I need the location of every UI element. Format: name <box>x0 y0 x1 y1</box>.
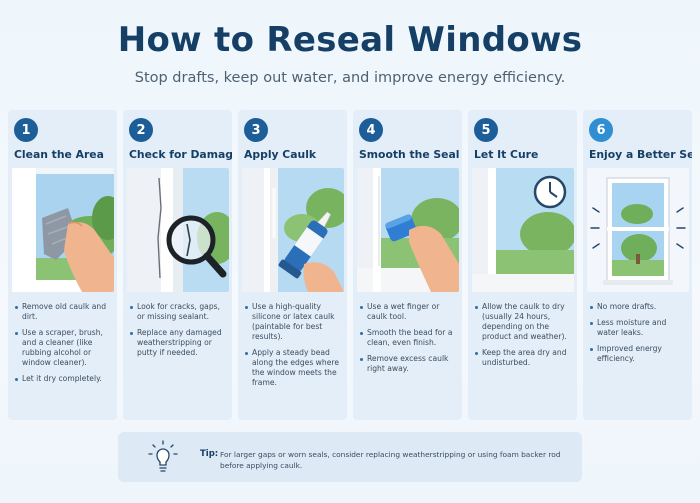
step-number-badge: 3 <box>244 118 268 142</box>
magnifier-icon <box>127 168 229 292</box>
list-item: Improved energy efficiency. <box>589 344 689 364</box>
step-number-badge: 4 <box>359 118 383 142</box>
step-bullets: Use a wet finger or caulk tool. Smooth t… <box>359 302 459 380</box>
step-bullets: Remove old caulk and dirt. Use a scraper… <box>14 302 114 390</box>
clean-illustration <box>12 168 114 292</box>
finger-icon <box>357 168 459 292</box>
tip-text: For larger gaps or worn seals, consider … <box>220 450 561 470</box>
step-card-5: 5 Let It Cure Allow the caulk to dry (us… <box>468 110 577 420</box>
step-title: Check for Damage <box>129 148 232 161</box>
list-item: Smooth the bead for a clean, even finish… <box>359 328 459 348</box>
list-item: Apply a steady bead along the edges wher… <box>244 348 344 388</box>
list-item: Remove excess caulk right away. <box>359 354 459 374</box>
step-card-2: 2 Check for Damage Look for cracks, gaps… <box>123 110 232 420</box>
step-title: Smooth the Seal <box>359 148 460 161</box>
steps-row: 1 Clean the Area Remove old caulk and di… <box>8 110 692 420</box>
step-card-4: 4 Smooth the Seal Use a wet finger or ca <box>353 110 462 420</box>
list-item: Less moisture and water leaks. <box>589 318 689 338</box>
step-bullets: No more drafts. Less moisture and water … <box>589 302 689 370</box>
step-title: Enjoy a Better Seal <box>589 148 692 161</box>
step-card-6: 6 Enjoy a Better Seal <box>583 110 692 420</box>
list-item: No more drafts. <box>589 302 689 312</box>
list-item: Let it dry completely. <box>14 374 114 384</box>
list-item: Use a high-quality silicone or latex cau… <box>244 302 344 342</box>
step-bullets: Use a high-quality silicone or latex cau… <box>244 302 344 394</box>
list-item: Keep the area dry and undisturbed. <box>474 348 574 368</box>
page-subtitle: Stop drafts, keep out water, and improve… <box>134 70 566 86</box>
list-item: Replace any damaged weatherstripping or … <box>129 328 229 358</box>
list-item: Look for cracks, gaps, or missing sealan… <box>129 302 229 322</box>
inspect-illustration <box>127 168 229 292</box>
step-title: Let It Cure <box>474 148 539 161</box>
finished-window-illustration <box>587 168 689 292</box>
tip-box: Tip: For larger gaps or worn seals, cons… <box>118 432 582 482</box>
step-number-badge: 2 <box>129 118 153 142</box>
clock-icon <box>472 168 574 292</box>
tip-label: Tip: <box>200 449 219 459</box>
list-item: Remove old caulk and dirt. <box>14 302 114 322</box>
window-icon <box>587 168 689 292</box>
list-item: Use a wet finger or caulk tool. <box>359 302 459 322</box>
smooth-illustration <box>357 168 459 292</box>
step-bullets: Look for cracks, gaps, or missing sealan… <box>129 302 229 364</box>
list-item: Use a scraper, brush, and a cleaner (lik… <box>14 328 114 368</box>
caulk-gun-icon <box>242 168 344 292</box>
page-title: How to Reseal Windows <box>117 20 583 60</box>
caulk-illustration <box>242 168 344 292</box>
lightbulb-icon <box>148 440 178 472</box>
step-card-1: 1 Clean the Area Remove old caulk and di… <box>8 110 117 420</box>
step-title: Apply Caulk <box>244 148 317 161</box>
step-bullets: Allow the caulk to dry (usually 24 hours… <box>474 302 574 374</box>
step-number-badge: 1 <box>14 118 38 142</box>
rag-icon <box>12 168 114 292</box>
step-number-badge: 6 <box>589 118 613 142</box>
cure-illustration <box>472 168 574 292</box>
step-card-3: 3 Apply Caulk Use a high-qu <box>238 110 347 420</box>
list-item: Allow the caulk to dry (usually 24 hours… <box>474 302 574 342</box>
step-number-badge: 5 <box>474 118 498 142</box>
step-title: Clean the Area <box>14 148 104 161</box>
